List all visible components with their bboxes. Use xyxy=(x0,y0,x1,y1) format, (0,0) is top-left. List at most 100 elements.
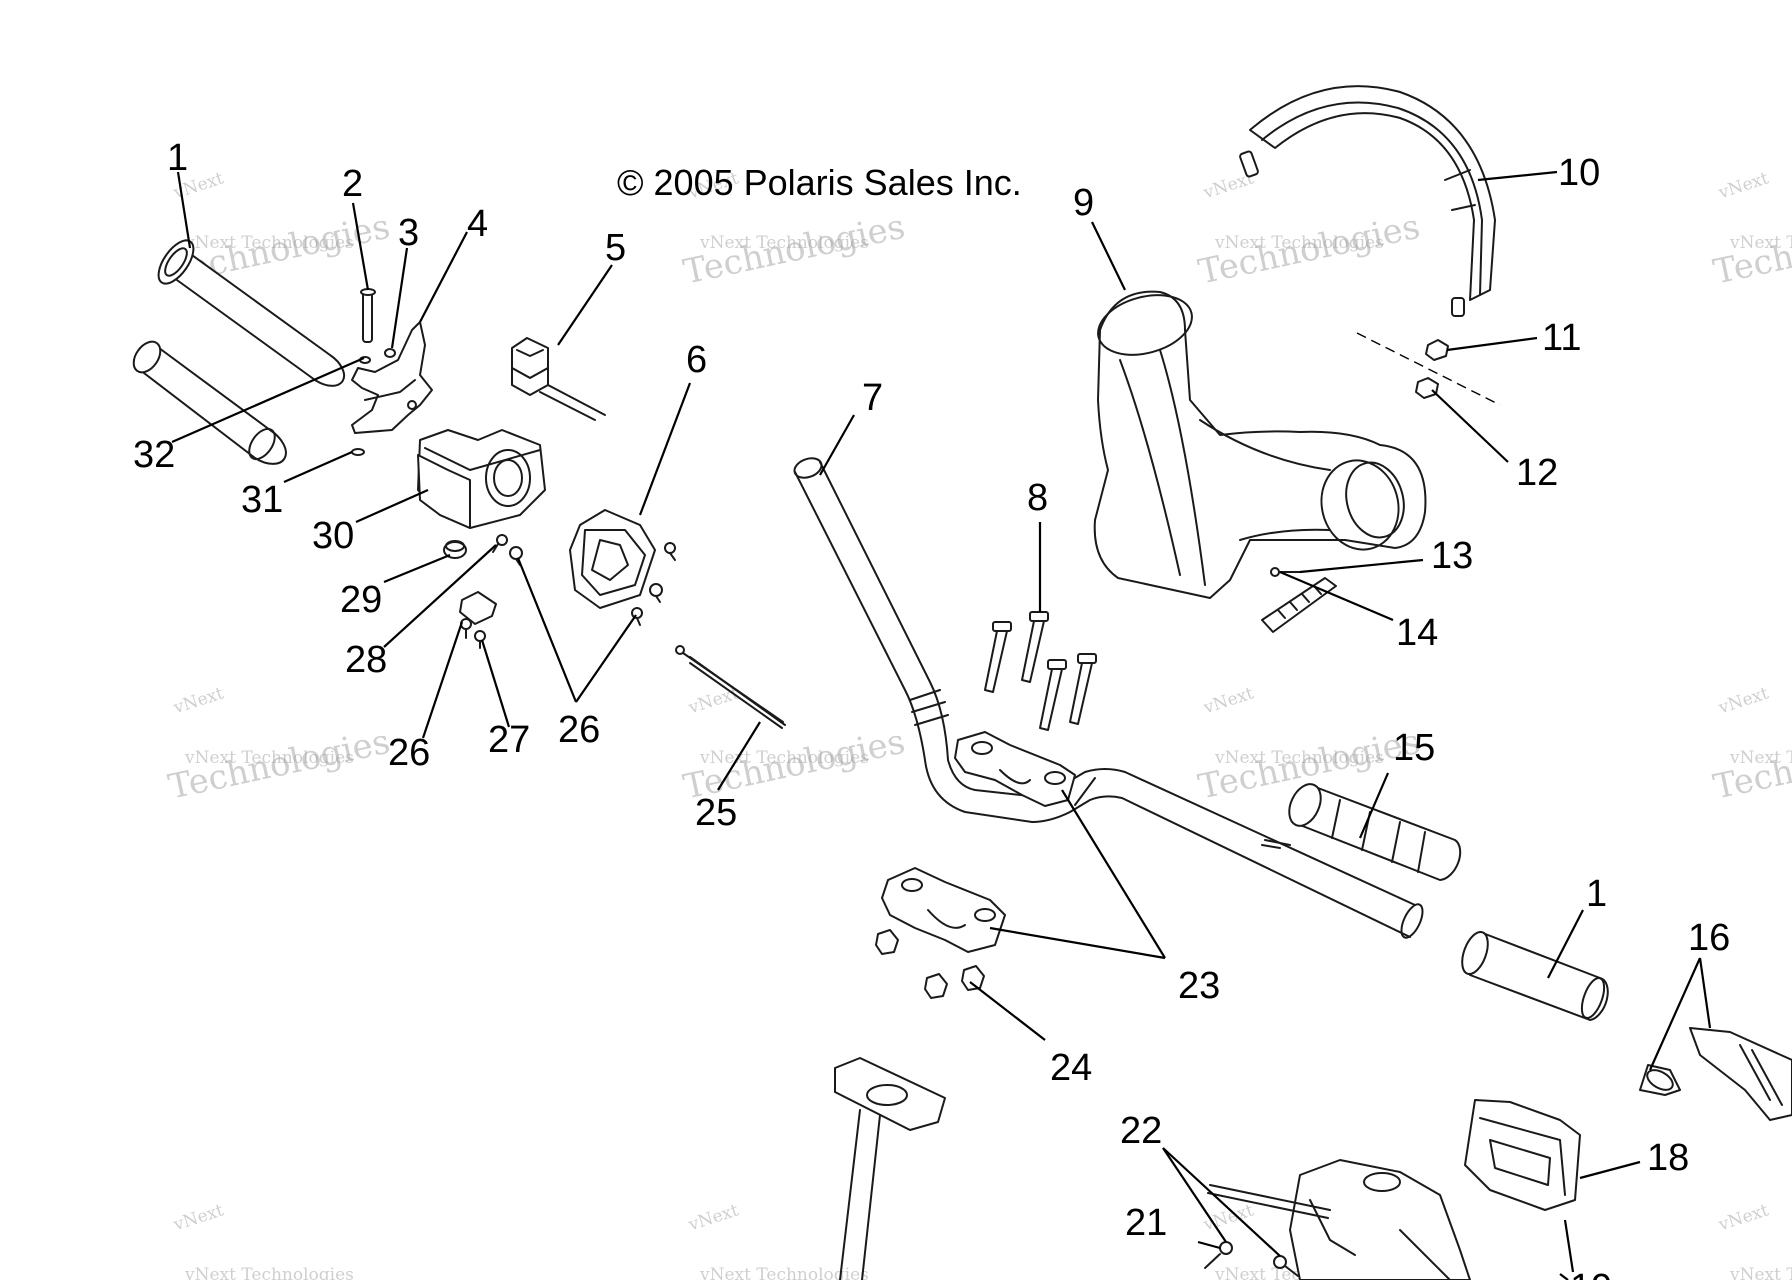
svg-text:Technologies: Technologies xyxy=(165,722,393,808)
part-handlebar xyxy=(793,457,1424,939)
part-handlebar-pod xyxy=(1093,290,1427,599)
watermark-5: vNext vNext Technologies Technologies xyxy=(165,683,393,807)
part-grip-left-flanged xyxy=(157,239,346,387)
callout-12: 12 xyxy=(1516,452,1558,494)
svg-text:Technologies: Technologies xyxy=(680,207,908,293)
svg-text:vNext: vNext xyxy=(685,1200,741,1235)
callout-1-left: 1 xyxy=(167,137,188,179)
callout-7: 7 xyxy=(862,377,883,419)
callout-26-left: 26 xyxy=(388,732,430,774)
part-pin xyxy=(360,288,376,343)
callout-24: 24 xyxy=(1050,1047,1092,1089)
callout-27: 27 xyxy=(488,719,530,761)
part-heated-grip xyxy=(1261,783,1462,881)
svg-text:Technologies: Technologies xyxy=(1195,207,1423,293)
callout-29: 29 xyxy=(340,579,382,621)
svg-text:Technologies: Technologies xyxy=(1710,207,1792,293)
callout-1-right: 1 xyxy=(1586,873,1607,915)
part-nut-11 xyxy=(1425,339,1449,361)
svg-text:vNext Technologies: vNext Technologies xyxy=(1729,233,1792,253)
part-washer-3 xyxy=(384,348,396,358)
parts xyxy=(132,85,1792,1280)
svg-text:vNext Technologies: vNext Technologies xyxy=(1729,1265,1792,1280)
part-bolts xyxy=(984,611,1097,731)
callout-26-mid: 26 xyxy=(558,709,600,751)
callout-9: 9 xyxy=(1073,182,1094,224)
part-throttle-housing xyxy=(417,429,546,529)
svg-text:vNext Technologies: vNext Technologies xyxy=(699,233,869,253)
copyright-notice: © 2005 Polaris Sales Inc. xyxy=(617,162,1022,203)
svg-text:vNext Technologies: vNext Technologies xyxy=(1214,233,1384,253)
watermark-6: vNext vNext Technologies Technologies xyxy=(680,683,908,807)
part-grip-tube xyxy=(132,340,287,465)
svg-text:vNext Technologies: vNext Technologies xyxy=(184,748,354,768)
callout-3: 3 xyxy=(398,212,419,254)
assembly-axis-line xyxy=(1356,332,1501,406)
part-hand-guard xyxy=(1239,85,1496,317)
callout-23: 23 xyxy=(1178,965,1220,1007)
watermark-3: vNext vNext Technologies Technologies xyxy=(1195,168,1423,292)
part-clamp-lower xyxy=(881,867,1006,953)
callout-19: 19 xyxy=(1570,1267,1612,1280)
callout-14: 14 xyxy=(1396,612,1438,654)
callout-15: 15 xyxy=(1393,727,1435,769)
callout-28: 28 xyxy=(345,639,387,681)
part-nuts xyxy=(875,929,985,999)
part-cable xyxy=(675,645,786,729)
callout-8: 8 xyxy=(1027,477,1048,519)
svg-text:vNext Technologies: vNext Technologies xyxy=(184,1265,354,1280)
callout-6: 6 xyxy=(686,339,707,381)
callout-11: 11 xyxy=(1542,317,1581,359)
part-grommet xyxy=(443,540,467,559)
watermark-4: vNext vNext Technologies Technologies xyxy=(1710,168,1792,292)
svg-text:vNext Technologies: vNext Technologies xyxy=(184,233,354,253)
svg-text:vNext Technologies: vNext Technologies xyxy=(1729,748,1792,768)
callouts: 1 2 3 4 5 6 7 8 9 10 11 12 13 14 15 1 16… xyxy=(133,137,1730,1280)
svg-text:vNext: vNext xyxy=(170,683,226,718)
watermark-12: vNext vNext Technologies xyxy=(1715,1200,1792,1280)
part-bracket-14 xyxy=(1261,577,1337,633)
part-cable-22 xyxy=(1207,1184,1331,1219)
callout-31: 31 xyxy=(241,479,283,521)
callout-5: 5 xyxy=(605,227,626,269)
callout-4: 4 xyxy=(467,203,488,245)
part-cover-plate xyxy=(459,591,497,649)
part-control-housing-center xyxy=(1289,1159,1471,1280)
svg-text:Technologies: Technologies xyxy=(1710,722,1792,808)
callout-21: 21 xyxy=(1125,1202,1167,1244)
part-clamp-upper xyxy=(954,731,1076,807)
part-screws-6 xyxy=(631,542,676,626)
leader-lines xyxy=(171,170,1712,1280)
svg-text:vNext: vNext xyxy=(170,1200,226,1235)
part-steering-post xyxy=(834,1057,946,1280)
part-control-housing-right xyxy=(1464,1099,1581,1211)
part-switch xyxy=(511,337,606,421)
svg-text:vNext: vNext xyxy=(1200,683,1256,718)
callout-16: 16 xyxy=(1688,917,1730,959)
svg-text:vNext: vNext xyxy=(1715,1200,1771,1235)
part-throttle-cover xyxy=(569,509,656,609)
svg-text:vNext: vNext xyxy=(1715,168,1771,203)
part-throttle-lever xyxy=(351,321,433,434)
callout-2: 2 xyxy=(342,163,363,205)
svg-text:vNext Technologies: vNext Technologies xyxy=(1214,748,1384,768)
svg-text:vNext Technologies: vNext Technologies xyxy=(699,1265,869,1280)
callout-25: 25 xyxy=(695,792,737,834)
callout-10: 10 xyxy=(1558,152,1600,194)
part-screw-28 xyxy=(492,534,508,553)
part-clip-31 xyxy=(351,448,365,456)
part-bar-end xyxy=(1639,1027,1792,1121)
callout-32: 32 xyxy=(133,434,175,476)
watermark-8: vNext vNext Technologies Technologies xyxy=(1710,683,1792,807)
svg-text:vNext: vNext xyxy=(1715,683,1771,718)
callout-30: 30 xyxy=(312,515,354,557)
callout-13: 13 xyxy=(1431,535,1473,577)
part-screw-22 xyxy=(1273,1255,1299,1277)
callout-18: 18 xyxy=(1647,1137,1689,1179)
watermark-9: vNext vNext Technologies xyxy=(170,1200,353,1280)
part-grip-right xyxy=(1461,930,1609,1021)
part-nut-12 xyxy=(1415,377,1439,399)
callout-22: 22 xyxy=(1120,1110,1162,1152)
